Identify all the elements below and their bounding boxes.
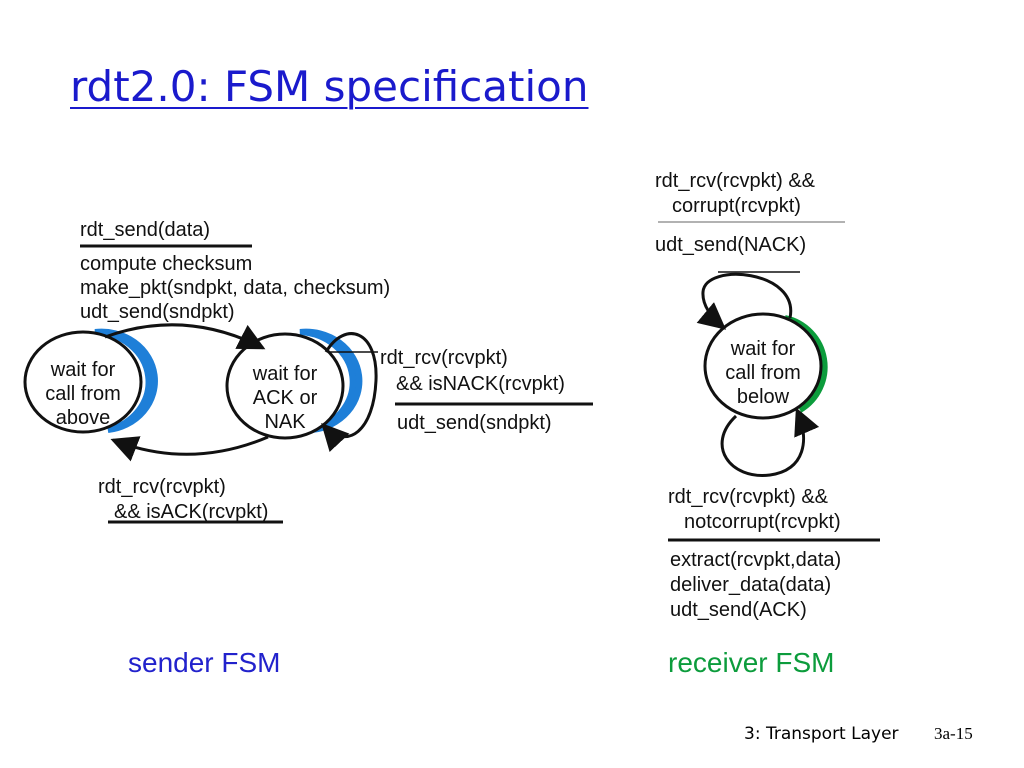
transition-notcorrupt-loop	[720, 407, 820, 477]
state-wait-call-above	[23, 330, 143, 434]
ack-event-label: rdt_rcv(rcvpkt)	[98, 476, 226, 498]
footer-chapter: 3: Transport Layer	[744, 724, 899, 744]
notcorrupt-event-label: rdt_rcv(rcvpkt) &&	[668, 486, 829, 508]
transition-send-arrow	[104, 323, 266, 350]
state-accent	[94, 328, 158, 433]
state-label: NAK	[264, 411, 306, 433]
state-label: wait for	[730, 338, 796, 360]
transition-ack-arrow	[110, 435, 269, 462]
ack-event-label: && isACK(rcvpkt)	[114, 501, 268, 523]
corrupt-action-label: udt_send(NACK)	[655, 234, 806, 256]
corrupt-event-label: rdt_rcv(rcvpkt) &&	[655, 170, 816, 192]
sender-caption: sender FSM	[128, 647, 281, 678]
state-label: call from	[725, 362, 801, 384]
state-label: wait for	[50, 359, 116, 381]
state-label: below	[737, 386, 790, 408]
state-label: above	[56, 407, 111, 429]
state-label: call from	[45, 383, 121, 405]
send-event-label: rdt_send(data)	[80, 219, 210, 241]
notcorrupt-action-label: extract(rcvpkt,data)	[670, 549, 841, 571]
state-label: wait for	[252, 363, 318, 385]
notcorrupt-action-label: udt_send(ACK)	[670, 599, 807, 621]
nak-action-label: udt_send(sndpkt)	[397, 412, 552, 434]
notcorrupt-event-label: notcorrupt(rcvpkt)	[684, 511, 841, 533]
nak-event-label: rdt_rcv(rcvpkt)	[380, 347, 508, 369]
state-label: ACK or	[253, 387, 318, 409]
corrupt-event-label: corrupt(rcvpkt)	[672, 195, 801, 217]
receiver-caption: receiver FSM	[668, 647, 834, 678]
send-action-label: make_pkt(sndpkt, data, checksum)	[80, 277, 390, 299]
transition-corrupt-loop	[696, 272, 793, 330]
transition-nak-loop	[321, 332, 378, 452]
footer-page-number: 3a-15	[934, 724, 973, 743]
notcorrupt-action-label: deliver_data(data)	[670, 574, 831, 596]
send-action-label: compute checksum	[80, 253, 252, 275]
slide-title: rdt2.0: FSM specification	[70, 62, 589, 111]
send-action-label: udt_send(sndpkt)	[80, 301, 235, 323]
state-wait-call-below	[703, 312, 823, 420]
nak-event-label: && isNACK(rcvpkt)	[396, 373, 565, 395]
state-wait-ack-nak	[225, 332, 345, 440]
